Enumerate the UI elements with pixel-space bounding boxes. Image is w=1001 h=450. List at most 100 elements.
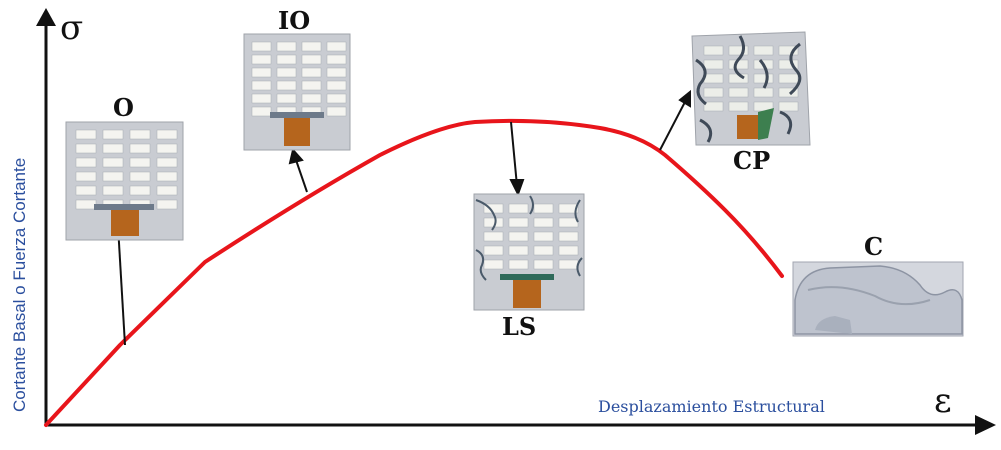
- window: [129, 171, 151, 182]
- window: [251, 80, 272, 91]
- building-io: [243, 33, 351, 151]
- window: [508, 245, 529, 256]
- window: [703, 45, 724, 56]
- window: [558, 259, 579, 270]
- window: [102, 129, 124, 140]
- window: [301, 80, 322, 91]
- window: [102, 143, 124, 154]
- capacity-curve: [44, 118, 784, 427]
- window: [251, 67, 272, 78]
- x-axis-symbol: ε: [934, 381, 952, 421]
- window: [301, 93, 322, 104]
- window: [753, 73, 774, 84]
- arrow-to-ls: [510, 121, 518, 187]
- window: [156, 129, 178, 140]
- window: [483, 259, 504, 270]
- window: [102, 157, 124, 168]
- window: [508, 217, 529, 228]
- window: [533, 217, 554, 228]
- entrance-canopy: [270, 112, 324, 118]
- window: [483, 231, 504, 242]
- window: [508, 203, 529, 214]
- arrow-to-io: [295, 159, 308, 193]
- window: [326, 80, 347, 91]
- building-ls: [473, 193, 585, 311]
- window: [533, 259, 554, 270]
- window: [129, 129, 151, 140]
- window: [778, 101, 799, 112]
- window: [326, 106, 347, 117]
- window: [156, 171, 178, 182]
- window: [156, 185, 178, 196]
- window: [156, 143, 178, 154]
- cracks: [475, 195, 583, 281]
- window: [276, 93, 297, 104]
- window: [251, 54, 272, 65]
- window: [251, 41, 272, 52]
- window: [558, 245, 579, 256]
- y-axis-label: Cortante Basal o Fuerza Cortante: [10, 157, 29, 412]
- window: [558, 231, 579, 242]
- arrow-to-o: [117, 225, 126, 346]
- window: [703, 87, 724, 98]
- label-cp: CP: [733, 146, 771, 175]
- window: [75, 185, 97, 196]
- window: [301, 41, 322, 52]
- window: [251, 106, 272, 117]
- window: [276, 54, 297, 65]
- window: [326, 67, 347, 78]
- window: [276, 80, 297, 91]
- window: [102, 171, 124, 182]
- window: [129, 143, 151, 154]
- window: [558, 217, 579, 228]
- door: [284, 118, 310, 146]
- window: [326, 54, 347, 65]
- window: [129, 157, 151, 168]
- x-axis-arrowhead: [975, 415, 996, 435]
- window: [508, 259, 529, 270]
- window: [326, 41, 347, 52]
- window: [129, 185, 151, 196]
- window: [276, 41, 297, 52]
- label-ls: LS: [502, 312, 537, 341]
- x-axis-label: Desplazamiento Estructural: [598, 397, 825, 416]
- window: [75, 199, 97, 210]
- window: [251, 93, 272, 104]
- window: [533, 231, 554, 242]
- window: [156, 157, 178, 168]
- debris: [758, 108, 774, 140]
- window: [156, 199, 178, 210]
- window: [703, 101, 724, 112]
- building-c-collapsed: [792, 261, 964, 337]
- window: [75, 171, 97, 182]
- window: [75, 129, 97, 140]
- window: [75, 143, 97, 154]
- y-axis-arrowhead: [36, 8, 56, 26]
- window: [483, 245, 504, 256]
- window: [728, 45, 749, 56]
- arrow-to-cp: [659, 99, 687, 151]
- entrance-canopy: [500, 274, 554, 280]
- window: [703, 59, 724, 70]
- window: [728, 87, 749, 98]
- window: [533, 203, 554, 214]
- window: [301, 54, 322, 65]
- entrance-canopy: [94, 204, 154, 210]
- arrowhead-io: [288, 147, 304, 165]
- cracks: [695, 35, 802, 143]
- window: [326, 93, 347, 104]
- window: [558, 203, 579, 214]
- window: [753, 87, 774, 98]
- window: [301, 67, 322, 78]
- window: [778, 59, 799, 70]
- door: [513, 280, 541, 308]
- window: [508, 231, 529, 242]
- window: [778, 73, 799, 84]
- building-cp: [691, 31, 811, 146]
- door: [111, 210, 139, 236]
- window: [276, 67, 297, 78]
- window: [778, 87, 799, 98]
- window: [778, 45, 799, 56]
